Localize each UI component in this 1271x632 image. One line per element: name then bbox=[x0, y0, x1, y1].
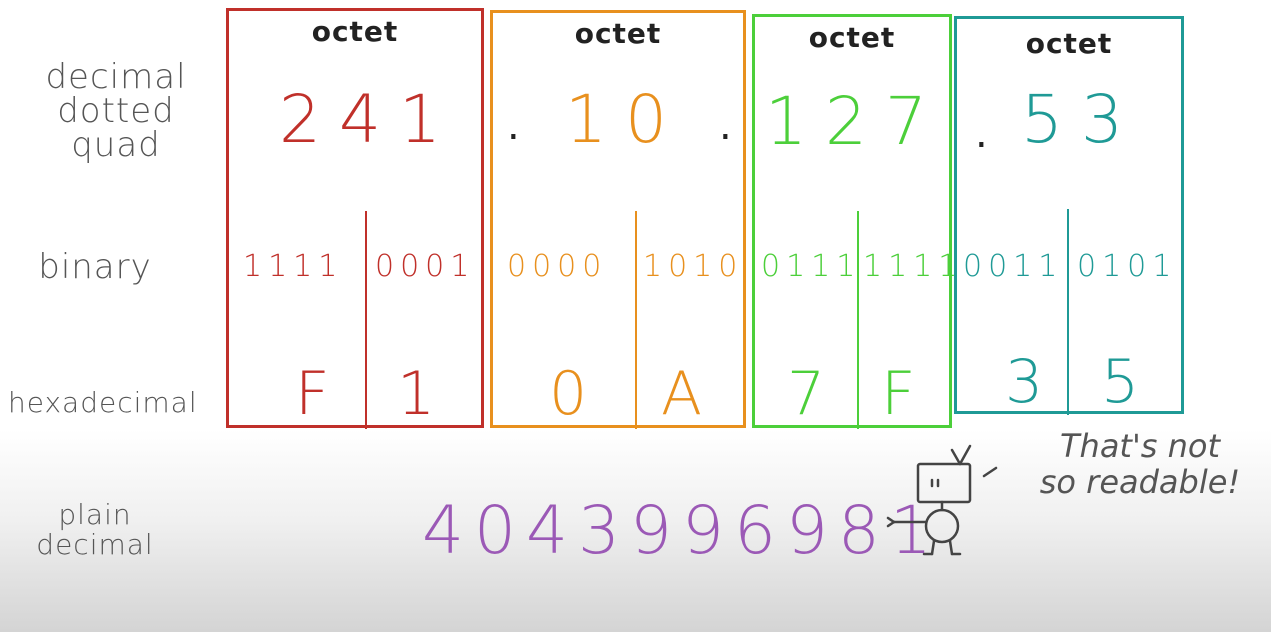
plain-decimal-value: 4043996981 bbox=[422, 492, 942, 569]
octet-title: octet bbox=[808, 21, 896, 54]
label-line-quad: quad bbox=[71, 125, 161, 165]
speech-line-2: so readable! bbox=[1039, 463, 1241, 501]
label-hexadecimal: hexadecimal bbox=[8, 386, 198, 419]
octet-hex-low: 5 bbox=[1101, 347, 1140, 417]
octet-decimal: 127 bbox=[765, 83, 945, 160]
octet-binary-low: 1010 bbox=[643, 249, 744, 284]
octet-hex-low: F bbox=[881, 359, 916, 429]
octet-dot-right: . bbox=[719, 103, 732, 149]
octet-hex-high: 3 bbox=[1005, 347, 1044, 417]
label-decimal-dotted-quad: decimal dotted quad bbox=[36, 60, 196, 162]
octet-binary-low: 1111 bbox=[863, 249, 964, 284]
speech-line-1: That's not bbox=[1059, 427, 1221, 465]
octet-binary-high: 0000 bbox=[507, 249, 608, 284]
octet-decimal: 241 bbox=[279, 81, 459, 158]
label-line-decimal: decimal bbox=[45, 57, 187, 97]
octet-divider bbox=[1067, 209, 1069, 415]
octet-decimal: 10 bbox=[565, 81, 685, 158]
octet-binary-low: 0001 bbox=[375, 249, 476, 284]
label-line-decimal-2: decimal bbox=[36, 528, 154, 561]
octet-box-4: . octet 53 0011 0101 3 5 bbox=[954, 16, 1184, 417]
label-plain-decimal: plain decimal bbox=[20, 500, 170, 560]
octet-divider bbox=[365, 211, 367, 429]
octet-dot-left: . bbox=[975, 111, 988, 157]
octet-hex-low: 1 bbox=[397, 359, 436, 429]
octet-divider bbox=[857, 211, 859, 429]
octet-title: octet bbox=[1025, 27, 1113, 60]
speech-bubble-text: That's not so readable! bbox=[1010, 428, 1270, 500]
label-binary: binary bbox=[38, 247, 152, 287]
label-line-plain: plain bbox=[58, 498, 132, 531]
octet-binary-high: 1111 bbox=[243, 249, 344, 284]
octet-title: octet bbox=[311, 15, 399, 48]
label-line-dotted: dotted bbox=[57, 91, 175, 131]
octet-hex-high: 7 bbox=[787, 359, 826, 429]
octet-box-2: . . octet 10 0000 1010 0 A bbox=[490, 10, 746, 429]
octet-hex-low: A bbox=[661, 359, 703, 429]
octet-divider bbox=[635, 211, 637, 429]
robot-icon bbox=[880, 440, 1000, 574]
octet-binary-high: 0011 bbox=[963, 249, 1064, 284]
octet-box-1: octet 241 1111 0001 F 1 bbox=[226, 8, 484, 429]
octet-decimal: 53 bbox=[1021, 81, 1141, 158]
octet-title: octet bbox=[574, 17, 662, 50]
octet-binary-low: 0101 bbox=[1077, 249, 1178, 284]
octet-box-3: octet 127 0111 1111 7 F bbox=[752, 14, 957, 429]
octet-binary-high: 0111 bbox=[761, 249, 862, 284]
octet-hex-high: F bbox=[295, 359, 330, 429]
octet-dot-left: . bbox=[507, 103, 520, 149]
octet-hex-high: 0 bbox=[549, 359, 588, 429]
